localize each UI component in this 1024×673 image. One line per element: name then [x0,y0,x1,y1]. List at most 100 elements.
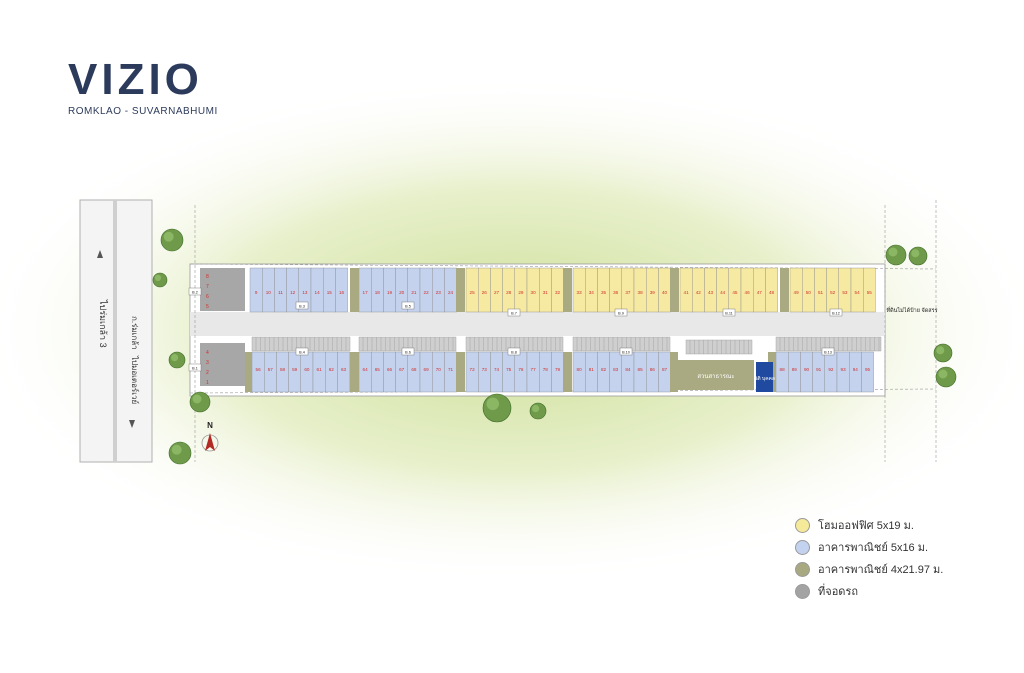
site-boundary [189,200,937,462]
unit-plot [646,351,659,393]
unit-plot [395,351,409,393]
unit-number: 33 [577,290,583,295]
unit-number: 28 [506,290,512,295]
unit-plot [288,351,302,393]
unit-plot [465,351,479,393]
unit-plot [337,351,350,393]
tree-icon [168,351,186,369]
unit-plot [788,351,801,393]
unit-number: 19 [387,290,393,295]
unit-number: 36 [613,290,619,295]
olive-separator [670,352,678,392]
parking-strip [775,336,882,352]
unit-plot [490,351,503,393]
legend-label: อาคารพาณิชย์ 5x16 ม. [818,542,929,554]
olive-separator [780,268,789,312]
unit-number: 31 [543,290,549,295]
unit-number: 83 [613,367,619,372]
unit-plot [539,351,552,393]
park-label: สวนสาธารณะ [697,373,734,380]
block-label: B.11 [722,308,736,317]
parking-number: 5 [206,304,209,310]
unit-number: 52 [830,290,836,295]
block-label: B.6 [401,347,415,356]
unit-plot [621,351,635,393]
parking-number: 1 [206,380,209,386]
svg-text:B.2: B.2 [192,291,198,295]
svg-text:B.8: B.8 [511,351,517,355]
svg-text:B.10: B.10 [622,351,630,355]
unit-plot [812,351,825,393]
parking-number: 3 [206,360,209,366]
legend-item-commercial-5x16: อาคารพาณิชย์ 5x16 ม. [795,536,943,558]
unit-number: 76 [518,367,524,372]
unit-plot [514,351,528,393]
unit-number: 66 [387,367,393,372]
unit-number: 88 [780,367,786,372]
unit-plot [775,351,789,393]
unit-number: 29 [518,290,524,295]
unit-number: 56 [256,367,262,372]
road-label-left: ไปร่มเกล้า 3 [98,299,108,348]
unit-number: 20 [399,290,405,295]
svg-text:B.1: B.1 [192,367,198,371]
olive-separator [456,352,465,392]
unit-number: 13 [302,290,308,295]
parking-block-upper [200,268,245,311]
unit-number: 12 [290,290,296,295]
unit-number: 25 [470,290,476,295]
block-label: B.10 [619,347,633,356]
unit-plot [276,351,289,393]
arrow-up-icon [97,250,103,258]
unit-number: 95 [865,367,871,372]
unit-plot [526,351,540,393]
unit-number: 80 [577,367,583,372]
tree-icon [482,393,512,423]
unit-plot [432,351,445,393]
legend: โฮมออฟฟิศ 5x19 ม. อาคารพาณิชย์ 5x16 ม. อ… [795,514,943,602]
unit-plot [824,351,838,393]
unit-number: 21 [411,290,417,295]
unit-number: 39 [650,290,656,295]
brand-name: VIZIO [68,55,203,104]
brand-subtitle: ROMKLAO - SUVARNABHUMI [68,106,218,117]
unit-number: 32 [555,290,561,295]
unit-plot [407,351,421,393]
unit-number: 54 [855,290,861,295]
parking-strip [358,336,457,352]
block-label: B.5 [401,301,415,310]
parking-strip [685,339,753,355]
olive-separator [456,268,465,312]
tree-icon [160,228,184,252]
olive-separator [350,268,359,312]
unit-number: 15 [327,290,333,295]
road-label-right-top: ก.ร่มเกล้า [130,316,139,350]
unit-number: 90 [804,367,810,372]
unit-plot [572,351,586,393]
unit-plot [551,351,564,393]
svg-text:B.6: B.6 [405,351,411,355]
tree-icon [152,272,168,288]
unit-number: 78 [543,367,549,372]
parking-block-lower [200,343,245,386]
unit-number: 43 [708,290,714,295]
brand-logo: VIZIO ROMKLAO - SUVARNABHUMI [68,55,218,118]
unit-number: 14 [315,290,321,295]
unit-plot [502,351,516,393]
unit-number: 46 [745,290,751,295]
unit-number: 35 [601,290,607,295]
unit-plot [658,351,671,393]
unit-number: 55 [867,290,873,295]
unit-plot [312,351,326,393]
unit-plot [358,351,372,393]
unit-number: 86 [650,367,656,372]
block-label: B.8 [507,347,521,356]
unit-number: 22 [424,290,430,295]
block-label: B.13 [821,347,835,356]
road-label-right-bottom: ไปมอเตอร์เวย์ [130,355,140,404]
unit-number: 87 [662,367,668,372]
legend-item-parking: ที่จอดรถ [795,580,943,602]
right-land-note: ที่ดินไม่ได้ป้าย จัดสรร [886,306,937,314]
